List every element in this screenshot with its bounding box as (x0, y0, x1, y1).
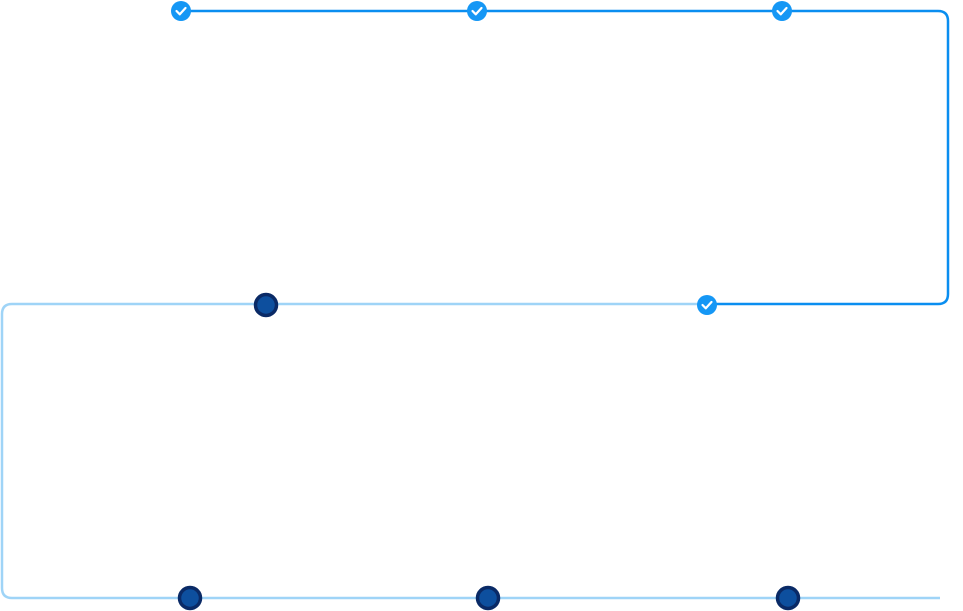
step-node-pending[interactable] (475, 585, 501, 611)
pending-circle-icon (475, 585, 501, 611)
completed-track (181, 9, 950, 306)
step-node-pending[interactable] (177, 585, 203, 611)
pending-circle-icon (253, 292, 279, 318)
step-node-completed[interactable] (171, 1, 191, 21)
pending-circle-icon (775, 585, 801, 611)
completed-circle (697, 295, 717, 315)
pending-circle-icon (177, 585, 203, 611)
check-icon (175, 6, 187, 16)
step-node-completed[interactable] (772, 1, 792, 21)
completed-circle (171, 1, 191, 21)
completed-circle (772, 1, 792, 21)
check-icon (776, 6, 788, 16)
step-node-completed[interactable] (467, 1, 487, 21)
check-icon (701, 300, 713, 310)
check-icon (471, 6, 483, 16)
step-node-pending[interactable] (253, 292, 279, 318)
step-node-completed[interactable] (697, 295, 717, 315)
step-node-pending[interactable] (775, 585, 801, 611)
completed-circle (467, 1, 487, 21)
pending-track (0, 302, 940, 600)
